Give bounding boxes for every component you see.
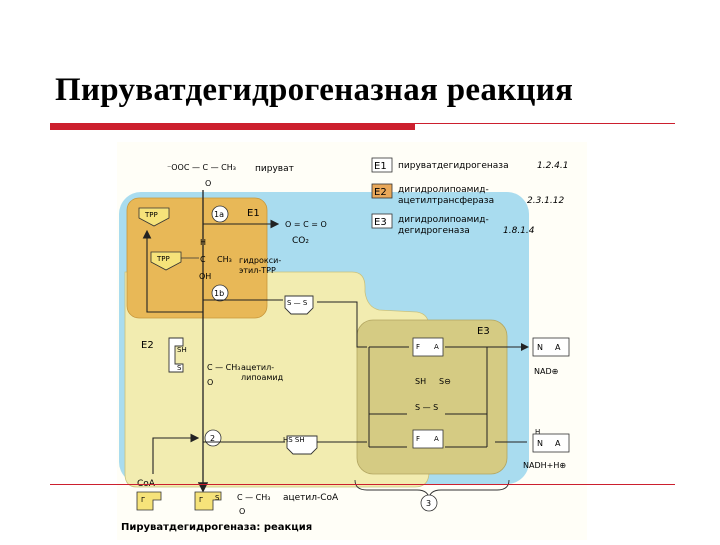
- nad-n: N: [537, 343, 543, 352]
- co2-label: CO₂: [292, 236, 309, 246]
- legend-text-e3-line2: дегидрогеназа: [398, 226, 470, 236]
- coa-box-s: S: [215, 494, 220, 502]
- nad-label: NAD⊕: [534, 367, 558, 376]
- pyruvate-oxygen: O: [205, 179, 211, 188]
- acetyl-group-formula: C — CH₃: [207, 363, 240, 372]
- nadh-label: NADH+H⊕: [523, 461, 566, 470]
- tpp-recycle-arrow: [142, 229, 203, 313]
- legend-tag-e1: E1: [374, 161, 387, 172]
- enzyme-label-e2: E2: [141, 340, 154, 351]
- step-marker-1b: [211, 284, 229, 302]
- legend-ec-e2: 2.3.1.12: [527, 196, 564, 206]
- acetyl-lipoamide-name-2: липоамид: [241, 373, 284, 382]
- dihydrolipoamide: [286, 435, 318, 455]
- step-label-1b: 1b: [214, 289, 224, 298]
- title-accent-bar: [50, 124, 415, 130]
- nadh-h: H: [535, 428, 540, 436]
- tpp-cofactor-top: [138, 207, 170, 227]
- legend-text-e1: пируватдегидрогеназа: [398, 161, 509, 171]
- legend-swatch-e2: [371, 183, 393, 199]
- co2-formula: O = C = O: [285, 220, 327, 229]
- nadh-a: A: [555, 439, 561, 448]
- lipoamide-ss-label: S — S: [287, 299, 308, 307]
- fad-bottom-f: F: [416, 435, 420, 443]
- hydroxyethyl-name-1: гидрокси-: [239, 256, 281, 265]
- e3-region: [356, 319, 508, 475]
- coa-input-arrow: [152, 433, 200, 474]
- hydroxyethyl-ch3: CH₃: [217, 255, 232, 264]
- legend: E1 пируватдегидрогеназа 1.2.4.1 E2 дигид…: [371, 157, 569, 236]
- coa-product-left: [136, 491, 162, 511]
- fad-top-a: A: [434, 343, 439, 351]
- dihydrolipoamide-label: HS SH: [283, 436, 305, 444]
- acetyl-coa-oxygen: O: [239, 507, 245, 516]
- coa-box-letter-right: Г: [199, 496, 203, 504]
- legend-text-e3-line1: дигидролипоамид-: [398, 215, 489, 225]
- legend-text-e2-line1: дигидролипоамид-: [398, 185, 489, 195]
- figure-caption: Пируватдегидрогеназа: реакция: [121, 522, 312, 533]
- legend-ec-e3: 1.8.1.4: [503, 226, 535, 236]
- acetyl-coa-formula: C — CH₃: [237, 493, 270, 502]
- legend-tag-e3: E3: [374, 217, 387, 228]
- pyruvate-dehydrogenase-diagram: E1 пируватдегидрогеназа 1.2.4.1 E2 дигид…: [117, 142, 587, 540]
- e3-exit-line: [317, 301, 367, 348]
- step-label-1a: 1a: [214, 210, 224, 219]
- acetyl-group-oxygen: O: [207, 378, 213, 387]
- footer-divider-line: [50, 484, 675, 485]
- legend-swatch-e3: [371, 213, 393, 229]
- e3-cycle-left: [368, 346, 409, 448]
- lipoamide-oxidized: [284, 295, 314, 315]
- fad-top-f: F: [416, 343, 420, 351]
- legend-swatch-e1: [371, 157, 393, 173]
- e2-region: [124, 271, 430, 488]
- diagram-canvas: E1 пируватдегидрогеназа 1.2.4.1 E2 дигид…: [119, 157, 570, 533]
- step-marker-3: [420, 494, 438, 512]
- hydroxyethyl-c: C: [200, 255, 206, 264]
- e3-disulfide: S — S: [415, 403, 438, 412]
- acetyl-lipoamide-arm: [168, 337, 184, 373]
- acetyl-lipoamide-sh: SH: [177, 346, 187, 354]
- acetyl-lipoamide-name-1: ацетил-: [241, 363, 274, 372]
- nadh-box: [532, 433, 570, 453]
- hydroxyethyl-h: H: [200, 238, 206, 247]
- slide-title: Пируватдегидрогеназная реакция: [55, 72, 574, 108]
- acetyl-lipoamide-s: S: [177, 364, 182, 372]
- fad-bottom-a: A: [434, 435, 439, 443]
- legend-tag-e2: E2: [374, 187, 387, 198]
- legend-ec-e1: 1.2.4.1: [537, 161, 569, 171]
- enzyme-label-e1: E1: [247, 208, 260, 219]
- e3-cycle-right: [445, 346, 495, 448]
- step-label-3: 3: [426, 499, 431, 508]
- hydroxyethyl-oh: OH: [199, 272, 211, 281]
- acetyl-coa-label: ацетил-CoA: [283, 493, 339, 503]
- nadh-n: N: [537, 439, 543, 448]
- coa-product-right: [194, 491, 222, 511]
- pyruvate-formula: ⁻OOC — C — CH₃: [167, 163, 236, 172]
- fad-top: [412, 337, 444, 357]
- tpp-label-top: TPP: [144, 211, 158, 219]
- step-label-2: 2: [210, 434, 215, 443]
- e3-s-minus: S⊖: [439, 377, 451, 386]
- fad-bottom: [412, 429, 444, 449]
- e3-sh: SH: [415, 377, 426, 386]
- nad-a: A: [555, 343, 561, 352]
- coa-box-letter-left: Г: [141, 496, 145, 504]
- legend-text-e2-line2: ацетилтрансфераза: [398, 196, 494, 206]
- step-marker-1a: [211, 205, 229, 223]
- enzyme-label-e3: E3: [477, 326, 490, 337]
- nad-box: [532, 337, 570, 357]
- title-divider-line: [50, 123, 675, 124]
- hydroxyethyl-name-2: этил-TPP: [239, 266, 276, 275]
- tpp-label-bound: TPP: [156, 255, 170, 263]
- pyruvate-label: пируват: [255, 164, 294, 174]
- tpp-cofactor-bound: [150, 251, 182, 271]
